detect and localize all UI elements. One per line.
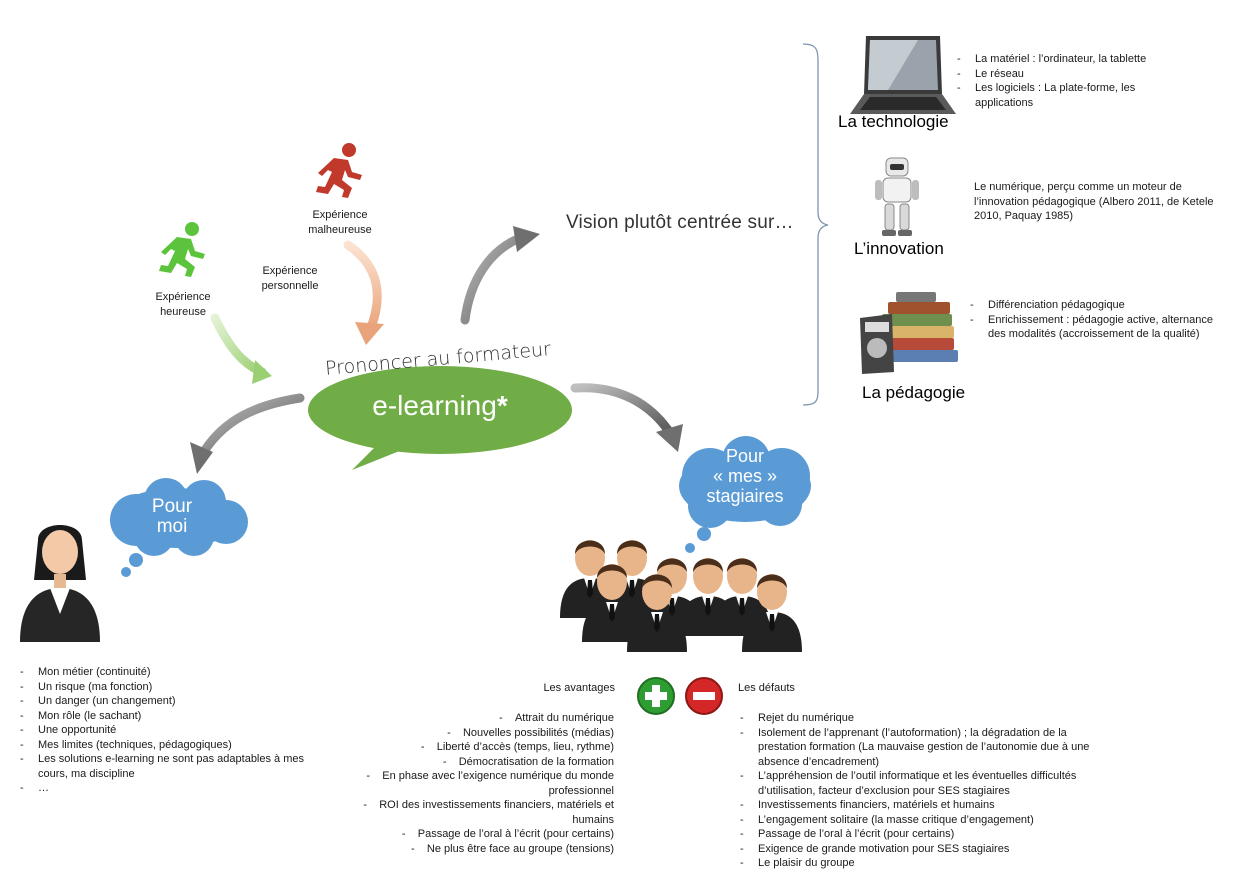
asterisk: * (496, 390, 508, 421)
experience-personal-label: Expérience personnelle (261, 265, 319, 292)
vision-label: Vision plutôt centrée sur… (566, 212, 794, 233)
advantage-item: - Démocratisation de la formation (362, 755, 614, 770)
me-item: Mes limites (techniques, pédagogiques) (18, 738, 318, 753)
arrow-trainees-head (656, 424, 683, 452)
minus-icon (685, 677, 723, 715)
me-item: Mon rôle (le sachant) (18, 709, 318, 724)
dash: - (401, 828, 418, 840)
trainees-group (560, 540, 802, 652)
advantage-text: ROI des investissements financiers, maté… (379, 799, 614, 826)
defects-list: Rejet du numérique Isolement de l’appren… (738, 711, 1118, 871)
defect-item: Le plaisir du groupe (738, 856, 1118, 871)
arrow-vision-head (513, 226, 540, 252)
advantage-text: Ne plus être face au groupe (tensions) (426, 842, 614, 855)
defect-item: Isolement de l’apprenant (l’autoformatio… (738, 726, 1118, 770)
advantage-item: - Attrait du numérique (362, 711, 614, 726)
technology-list: La matériel : l’ordinateur, la tablette … (955, 52, 1185, 110)
me-item: Un danger (un changement) (18, 694, 318, 709)
laptop-icon (850, 36, 956, 114)
pedagogy-item: Enrichissement : pédagogie active, alter… (968, 313, 1230, 342)
cloud-me-text: Pour moi (151, 496, 193, 537)
advantage-item: - En phase avec l’exigence numérique du … (362, 769, 614, 798)
defect-item: L’engagement solitaire (la masse critiqu… (738, 813, 1118, 828)
cloud-trainees-text: Pour « mes » stagiaires (706, 446, 784, 506)
advantage-item: - ROI des investissements financiers, ma… (362, 798, 614, 827)
defects-title: Les défauts (738, 682, 795, 694)
plus-icon (637, 677, 675, 715)
advantage-item: - Nouvelles possibilités (médias) (362, 726, 614, 741)
technology-item: Les logiciels : La plate-forme, les appl… (955, 81, 1185, 110)
advantage-text: Passage de l’oral à l’écrit (pour certai… (417, 828, 614, 840)
advantage-item: - Ne plus être face au groupe (tensions) (362, 842, 614, 857)
advantage-text: Attrait du numérique (514, 712, 614, 724)
advantage-item: - Passage de l’oral à l’écrit (pour cert… (362, 827, 614, 842)
innovation-text: Le numérique, perçu comme un moteur de l… (974, 181, 1214, 222)
arrow-happy-head (252, 360, 272, 384)
robot-icon (875, 157, 919, 236)
experience-good-label: Expérience heureuse (155, 291, 211, 318)
advantage-text: En phase avec l’exigence numérique du mo… (382, 770, 614, 797)
advantage-text: Liberté d’accès (temps, lieu, rythme) (436, 741, 614, 753)
arrow-trainees (570, 383, 673, 435)
me-item: … (18, 781, 318, 796)
pedagogy-title: La pédagogie (862, 383, 966, 402)
right-brace (802, 43, 829, 406)
defect-item: Rejet du numérique (738, 711, 1118, 726)
advantage-item: - Liberté d’accès (temps, lieu, rythme) (362, 740, 614, 755)
me-item: Mon métier (continuité) (18, 665, 318, 680)
runner-red-icon (316, 143, 362, 198)
dash: - (366, 770, 383, 782)
dash: - (363, 799, 380, 811)
dash: - (420, 741, 437, 753)
cloud-me (110, 478, 248, 577)
books-icon (860, 292, 958, 374)
arrow-bad-head (355, 322, 384, 345)
advantages-title: Les avantages (543, 682, 615, 694)
defect-item: L’appréhension de l’outil informatique e… (738, 769, 1118, 798)
pedagogy-list: Différenciation pédagogique Enrichisseme… (968, 298, 1230, 342)
arrow-me-head (190, 442, 213, 474)
technology-title: La technologie (838, 112, 949, 131)
me-item: Les solutions e-learning ne sont pas ada… (18, 752, 318, 781)
dash: - (447, 726, 463, 739)
technology-item: La matériel : l’ordinateur, la tablette (955, 52, 1185, 67)
defect-item: Investissements financiers, matériels et… (738, 798, 1118, 813)
experience-bad-label: Expérience malheureuse (308, 209, 372, 236)
runner-green-icon (159, 222, 205, 277)
dash: - (442, 755, 459, 768)
speech-bubble (308, 366, 572, 470)
pedagogy-item: Différenciation pédagogique (968, 298, 1230, 313)
technology-item: Le réseau (955, 67, 1185, 82)
advantage-text: Démocratisation de la formation (458, 755, 614, 768)
advantage-text: Nouvelles possibilités (médias) (462, 726, 614, 739)
dash: - (499, 712, 515, 724)
e-learning-text: e-learning (372, 390, 497, 421)
defect-item: Passage de l’oral à l’écrit (pour certai… (738, 827, 1118, 842)
me-item: Une opportunité (18, 723, 318, 738)
arrow-me (200, 393, 305, 455)
me-item: Un risque (ma fonction) (18, 680, 318, 695)
advantages-list: - Attrait du numérique - Nouvelles possi… (362, 711, 614, 856)
innovation-title: L’innovation (854, 239, 944, 258)
arrow-bad (343, 240, 382, 335)
defect-item: Exigence de grande motivation pour SES s… (738, 842, 1118, 857)
woman-avatar (20, 525, 100, 642)
e-learning-label: e-learning* (320, 390, 560, 422)
cloud-trainees (679, 436, 811, 553)
me-list: Mon métier (continuité) Un risque (ma fo… (18, 665, 318, 796)
dash: - (411, 842, 427, 855)
arrow-vision (460, 233, 525, 325)
